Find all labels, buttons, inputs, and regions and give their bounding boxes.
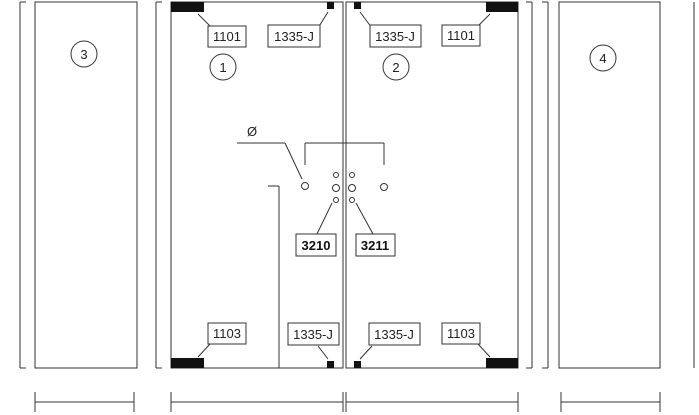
callout-handle-left: 3210 [295, 202, 337, 257]
diameter-leader-diagonal [284, 142, 303, 180]
bottom-patch-lock-right [354, 361, 361, 368]
door-leaf-1-outline [170, 1, 344, 369]
panel-number-circle-3 [70, 40, 98, 68]
width-dimensions [34, 392, 661, 412]
handle-hole-left-bottom [333, 197, 339, 203]
top-patch-lock-right [354, 2, 361, 9]
handle-hole-right-middle [348, 184, 356, 192]
door-leaf-2-outline [345, 1, 519, 369]
bottom-pivot-hinge-right [486, 358, 518, 368]
callout-top-left-hinge: 1101 [197, 13, 247, 48]
callout-bottom-right-hinge: 1103 [441, 322, 491, 358]
diameter-symbol: Ø [247, 124, 257, 139]
svg-text:1335-J: 1335-J [293, 327, 333, 342]
handle-hole-right-outer [380, 183, 388, 191]
svg-text:1101: 1101 [447, 28, 475, 43]
callout-top-center-right: 1335-J [359, 11, 422, 48]
side-panel-right-outline [558, 1, 661, 369]
panel-number-2: 2 [392, 60, 399, 75]
panel-number-4: 4 [599, 51, 606, 66]
svg-text:1335-J: 1335-J [274, 29, 314, 44]
handle-hole-right-bottom [349, 197, 355, 203]
panel-number-circle-1 [209, 53, 237, 81]
svg-text:1335-J: 1335-J [374, 327, 414, 342]
callout-top-center-left: 1335-J [267, 11, 329, 48]
callout-handle-right: 3211 [355, 202, 396, 257]
panel-number-1: 1 [219, 60, 226, 75]
callout-bottom-left-hinge: 1103 [197, 322, 247, 358]
panel-number-circle-4 [589, 44, 617, 72]
door-leaf-2: 2 [345, 1, 519, 369]
svg-text:1335-J: 1335-J [375, 29, 415, 44]
callout-bottom-center-right: 1335-J [359, 322, 421, 360]
panel-number-circle-2 [382, 53, 410, 81]
bottom-patch-lock-left [327, 361, 334, 368]
svg-text:3210: 3210 [302, 238, 331, 253]
top-patch-lock-left [327, 2, 334, 9]
callout-top-right-hinge: 1101 [441, 13, 491, 47]
side-panel-right: 4 [542, 1, 695, 369]
callout-bottom-center-left: 1335-J [287, 322, 340, 360]
handle-hole-left-outer [301, 182, 309, 190]
handle-hole-right-top [349, 172, 355, 178]
panel-number-3: 3 [80, 47, 87, 62]
top-pivot-hinge-right [486, 2, 518, 12]
side-panel-left-outline [34, 1, 138, 369]
svg-text:1101: 1101 [213, 29, 241, 44]
handle-hole-left-top [333, 172, 339, 178]
top-pivot-hinge-left [171, 2, 204, 12]
side-panel-left: 3 [19, 1, 138, 369]
handle-hole-left-middle [332, 184, 340, 192]
svg-text:3211: 3211 [361, 238, 389, 253]
door-leaf-1: 1 [170, 1, 344, 369]
svg-text:1103: 1103 [447, 326, 475, 341]
svg-text:1103: 1103 [213, 326, 241, 341]
handle-hole-pattern: Ø [237, 124, 388, 368]
bottom-pivot-hinge-left [171, 358, 204, 368]
